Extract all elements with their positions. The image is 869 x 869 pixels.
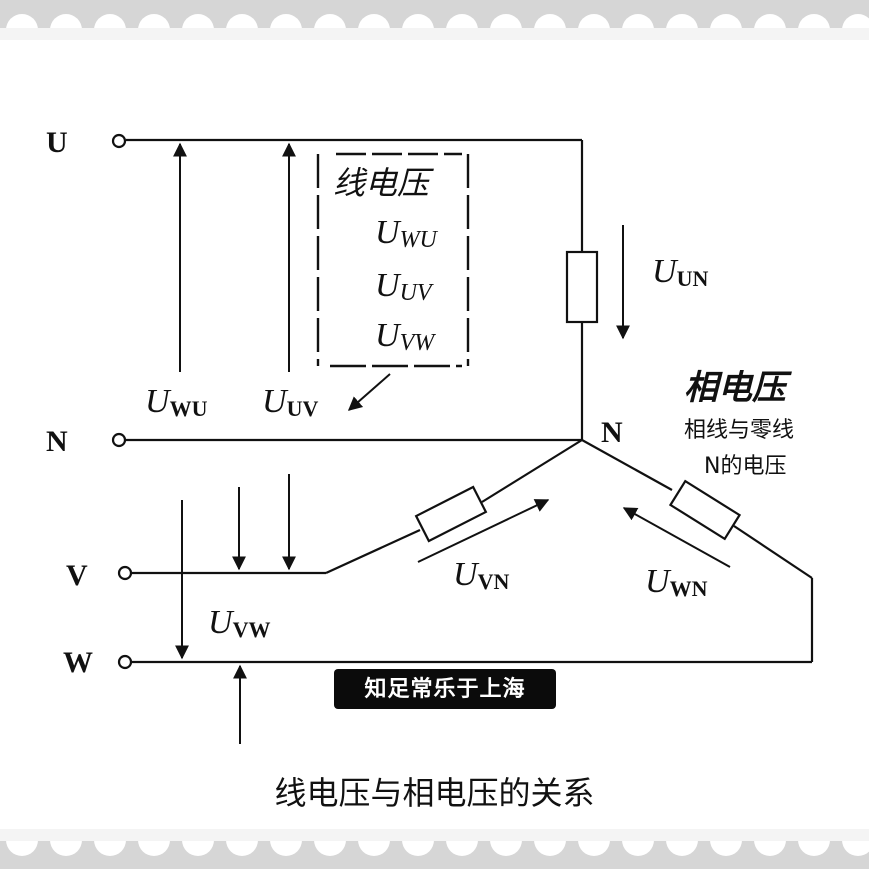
terminal-n bbox=[111, 432, 127, 448]
resistor-u bbox=[565, 250, 599, 324]
arrow-uvn bbox=[417, 499, 550, 563]
arrow-uwn bbox=[622, 507, 731, 568]
phase-voltage-line2: N的电压 bbox=[704, 454, 786, 479]
label-v: V bbox=[66, 559, 88, 592]
label-uwn: UWN bbox=[645, 563, 708, 601]
wire-v-diag2 bbox=[481, 439, 583, 503]
box-voltage-vw: UVW bbox=[375, 317, 436, 356]
label-u: U bbox=[46, 126, 68, 159]
label-uvn: UVN bbox=[453, 556, 509, 594]
wire-w-diag2 bbox=[581, 439, 673, 491]
terminal-u bbox=[111, 133, 127, 149]
resistor-v bbox=[414, 485, 488, 543]
figure-caption: 线电压与相电压的关系 bbox=[274, 774, 595, 812]
phase-voltage-line1: 相线与零线 bbox=[684, 418, 794, 443]
phase-voltage-heading: 相电压 bbox=[684, 368, 792, 408]
label-uuv: UUV bbox=[262, 383, 318, 421]
terminal-v bbox=[117, 565, 133, 581]
wire-v-diag1 bbox=[325, 528, 421, 575]
resistor-w bbox=[668, 479, 742, 541]
wire-w-diag1 bbox=[733, 525, 813, 579]
box-voltage-uv: UUV bbox=[375, 267, 434, 306]
line-voltage-box bbox=[316, 152, 470, 368]
label-n: N bbox=[46, 425, 68, 458]
arrow-box-pointer bbox=[347, 373, 391, 411]
box-voltage-wu: UWU bbox=[375, 214, 439, 253]
label-w: W bbox=[63, 646, 93, 679]
line-voltage-heading: 线电压 bbox=[333, 164, 434, 202]
terminal-w bbox=[117, 654, 133, 670]
label-uvw: UVW bbox=[208, 604, 270, 642]
label-star-n: N bbox=[601, 416, 623, 449]
label-uun: UUN bbox=[652, 253, 708, 291]
label-uwu: UWU bbox=[145, 383, 208, 421]
watermark-badge: 知足常乐于上海 bbox=[334, 669, 556, 709]
